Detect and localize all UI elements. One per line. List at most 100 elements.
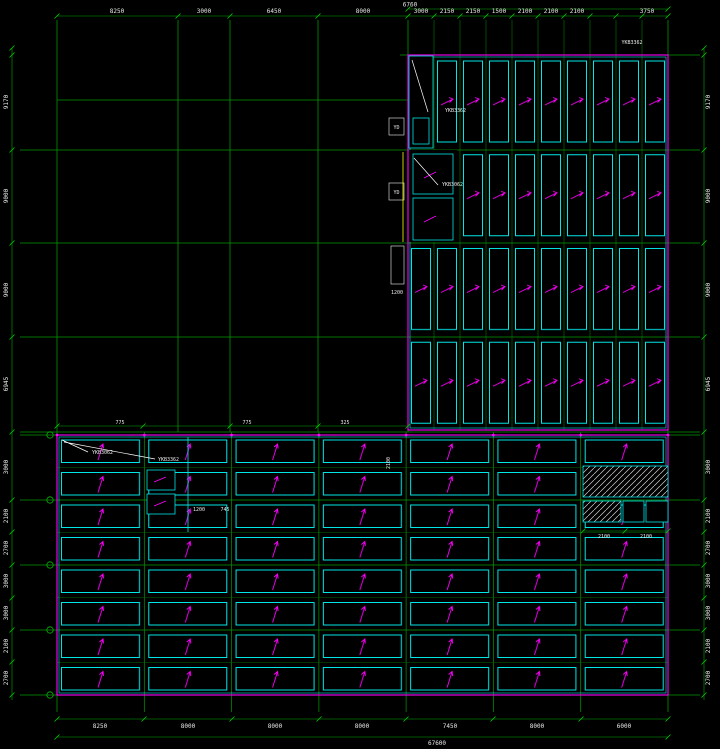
dim-hatch-a: 2100 xyxy=(598,534,610,540)
lower-special-cell-1 xyxy=(146,469,176,491)
dim-top-6: 2150 xyxy=(466,8,481,15)
dim-right-7: 3000 xyxy=(705,573,712,588)
dim-right-6: 2700 xyxy=(705,540,712,555)
dim-right-0: 9170 xyxy=(705,94,712,109)
block-corner-dots xyxy=(55,433,670,437)
dim-left-0: 9170 xyxy=(3,94,10,109)
dim-right-5: 2100 xyxy=(705,508,712,523)
duct-box-label-1: YD xyxy=(393,125,399,131)
dim-top-2: 6450 xyxy=(267,8,282,15)
upper-leader-label-1: YKB3362 xyxy=(445,108,466,114)
upper-special-cell-3 xyxy=(412,197,454,241)
lower-special-cell-2 xyxy=(146,493,176,515)
axis-bubbles-left xyxy=(46,431,54,699)
dim-left-5: 2100 xyxy=(3,508,10,523)
dim-top-5: 2150 xyxy=(440,8,455,15)
dim-stub-775a: 775 xyxy=(115,420,124,426)
dim-top-overall: 6760 xyxy=(403,2,418,9)
magenta-dot xyxy=(317,433,321,437)
dim-top-8: 2100 xyxy=(518,8,533,15)
axis-bubble xyxy=(46,691,54,699)
magenta-dot xyxy=(579,433,583,437)
lower-leader-lines xyxy=(61,439,156,460)
dim-left-10: 2700 xyxy=(3,670,10,685)
hatch-area-a xyxy=(582,465,669,498)
dim-stub-775b: 775 xyxy=(242,420,251,426)
dim-top-0: 8250 xyxy=(110,8,125,15)
duct-box-1 xyxy=(388,117,405,136)
upper-special-arrows xyxy=(423,171,437,223)
dim-right-2: 9000 xyxy=(705,282,712,297)
magenta-dot xyxy=(55,433,59,437)
dim-bottom-4: 7450 xyxy=(443,723,458,730)
dim-stub-745: 745 xyxy=(220,507,229,513)
dim-left-4: 3000 xyxy=(3,459,10,474)
magenta-dot xyxy=(404,433,408,437)
dim-bottom-5: 8000 xyxy=(530,723,545,730)
lower-special-arrows xyxy=(153,476,167,507)
duct-box-label-2: YD xyxy=(393,190,399,196)
text-layer: 8250 3000 6450 8000 3000 2150 2150 1500 … xyxy=(3,2,712,748)
dimension-ticks-left xyxy=(9,45,15,698)
upper-block-panels xyxy=(407,54,669,431)
dim-top-1: 3000 xyxy=(197,8,212,15)
dim-left-9: 2100 xyxy=(3,638,10,653)
opening-cell-2 xyxy=(645,500,669,523)
dim-right-9: 2100 xyxy=(705,638,712,653)
magenta-dot xyxy=(142,433,146,437)
dim-stub-1200b: 1200 xyxy=(391,290,403,296)
lower-panel-block xyxy=(55,433,670,696)
dim-bottom-2: 8000 xyxy=(268,723,283,730)
dim-left-8: 3000 xyxy=(3,605,10,620)
dim-stub-2100v: 2100 xyxy=(386,457,392,469)
upper-special-cell-1 xyxy=(412,117,430,145)
hatch-area-b xyxy=(582,500,622,523)
dim-stub-1200a: 1200 xyxy=(193,507,205,513)
upper-leader-lines xyxy=(411,59,439,186)
upper-block-inner-border xyxy=(409,56,667,429)
lower-block-inner-border xyxy=(58,436,667,694)
dim-top-11: 3750 xyxy=(640,8,655,15)
dim-left-2: 9000 xyxy=(3,282,10,297)
dimension-ticks-top xyxy=(54,6,671,19)
corner-note-label: YKB3362 xyxy=(621,40,642,46)
dim-bottom-0: 8250 xyxy=(93,723,108,730)
dim-top-7: 1500 xyxy=(492,8,507,15)
duct-box-3 xyxy=(390,245,405,285)
axis-bubble xyxy=(46,626,54,634)
dim-right-4: 3000 xyxy=(705,459,712,474)
dim-bottom-1: 8000 xyxy=(181,723,196,730)
upper-special-clear-2 xyxy=(409,150,457,242)
dim-top-10: 2100 xyxy=(570,8,585,15)
dim-top-4: 3000 xyxy=(414,8,429,15)
lower-leader-label-2: YKB3362 xyxy=(158,457,179,463)
upper-special-cell-2 xyxy=(412,153,454,195)
axis-bubble xyxy=(46,431,54,439)
dim-right-10: 2700 xyxy=(705,670,712,685)
axis-bubble xyxy=(46,496,54,504)
dim-bottom-overall: 67600 xyxy=(428,740,446,747)
dimension-ticks-misc xyxy=(54,423,671,534)
magenta-dot xyxy=(230,433,234,437)
upper-right-panel-block xyxy=(388,54,669,431)
dimension-ticks-bottom xyxy=(54,716,671,740)
upper-leader-label-2: YKB3062 xyxy=(442,182,463,188)
lower-leader-label-1: YKB3062 xyxy=(92,450,113,456)
dim-bottom-6: 6000 xyxy=(617,723,632,730)
magenta-dot xyxy=(666,433,670,437)
magenta-dot xyxy=(492,433,495,437)
dim-left-1: 9000 xyxy=(3,188,10,203)
grid-vertical-major xyxy=(56,20,669,712)
dimension-layer xyxy=(9,6,707,740)
dimension-ticks-right xyxy=(701,45,707,698)
duct-box-2 xyxy=(388,182,405,201)
dim-hatch-b: 2100 xyxy=(640,534,652,540)
dim-left-7: 3000 xyxy=(3,573,10,588)
dim-bottom-3: 8000 xyxy=(355,723,370,730)
dim-top-9: 2100 xyxy=(544,8,559,15)
dim-left-3: 6945 xyxy=(3,376,10,391)
dim-right-3: 6945 xyxy=(705,376,712,391)
axis-bubble xyxy=(46,561,54,569)
